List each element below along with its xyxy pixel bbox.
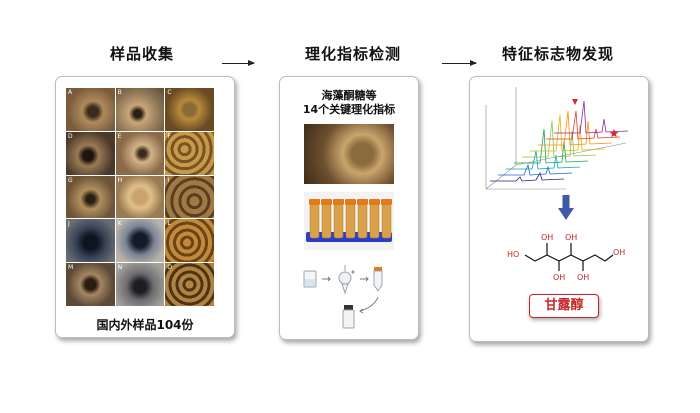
lab-workflow-illustration [303,265,383,329]
panel-sample-collection: A B C D E F G H I J K L M N O 国内外样品104份 [55,76,235,338]
photo-label: F [167,132,171,140]
sample-photo: E [115,131,165,175]
step-title-discovery: 特征标志物发现 [502,45,615,63]
sample-photo: G [66,175,115,219]
sample-tubes-photo [304,192,394,250]
atom-label: OH [565,233,577,242]
separatory-funnel-icon [338,265,355,295]
tube-rack-illustration [306,199,392,242]
sample-photo: D [66,131,115,175]
arrow-right-icon [322,276,331,282]
sample-photo: L [165,219,214,263]
sample-photo: J [66,219,115,263]
sample-photo: N [115,263,165,306]
beaker-icon [303,270,317,288]
photo-label: A [68,89,73,96]
flow-arrow-1 [222,60,255,66]
photo-label: C [167,89,172,96]
comb-photo [304,124,394,184]
sample-photo: I [165,175,214,219]
atom-label: OH [541,233,553,242]
sample-photo: O [165,263,214,306]
photo-label: D [68,132,73,140]
down-arrow-icon [558,195,574,220]
atom-label: HO [507,250,519,259]
photo-label: M [68,264,74,272]
result-marker-label: 甘露醇 [529,294,599,318]
sample-photo: M [66,263,115,306]
vial-icon [342,305,355,329]
sample-photo: B [115,88,165,131]
sample-photo: K [115,219,165,263]
step-title-collection: 样品收集 [110,45,175,63]
indicator-subtitle-line2: 14个关键理化指标 [302,103,396,116]
photo-label: G [68,176,73,184]
atom-label: OH [577,273,589,282]
photo-label: O [167,264,173,272]
step-title-testing: 理化指标检测 [305,45,402,63]
photo-label: H [117,176,123,184]
photo-label: I [167,176,170,184]
atom-label: OH [613,248,625,257]
marker-triangle-icon [572,99,578,105]
sample-photo: C [165,88,214,131]
flow-arrow-2 [442,60,477,66]
atom-label: OH [553,273,565,282]
panel-physicochemical-testing: 海藻酮糖等 14个关键理化指标 [279,76,419,340]
sample-photo: H [115,175,165,219]
photo-label: E [117,132,122,140]
sample-photo-grid: A B C D E F G H I J K L M N O [66,88,214,306]
indicator-subtitle-line1: 海藻酮糖等 [321,89,377,102]
photo-label: J [68,220,70,228]
photo-label: N [117,264,123,272]
sample-count-caption: 国内外样品104份 [96,318,194,332]
chromatogram-3d-illustration [485,87,629,190]
photo-label: K [117,220,122,228]
centrifuge-tube-icon [373,267,383,292]
photo-label: B [117,89,122,96]
indicator-subtitle: 海藻酮糖等 14个关键理化指标 [280,89,418,117]
sample-photo: F [165,131,214,175]
sample-photo: A [66,88,115,131]
photo-label: L [167,220,171,228]
marker-star-icon [609,129,619,138]
mannitol-structure: HO OH OH OH OH OH [507,233,625,282]
arrow-curve-icon [359,296,379,314]
arrow-right-icon [360,276,369,282]
